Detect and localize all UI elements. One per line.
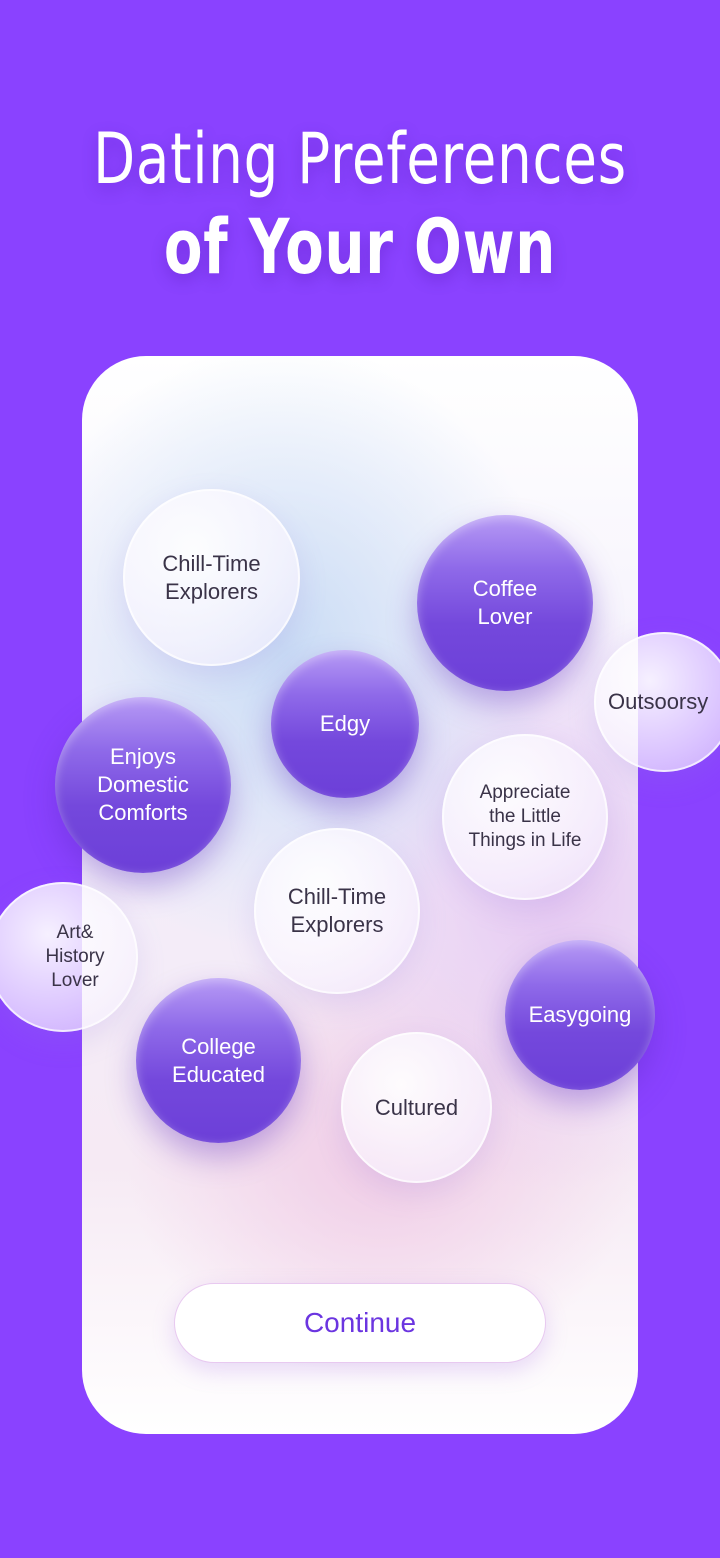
preference-chip-coffee-lover[interactable]: Coffee Lover bbox=[417, 515, 593, 691]
preference-chip-label: Edgy bbox=[319, 711, 371, 736]
preference-chip-edgy[interactable]: Edgy bbox=[271, 650, 419, 798]
preference-chip-cultured[interactable]: Cultured bbox=[341, 1032, 492, 1183]
continue-button-label: Continue bbox=[303, 1307, 417, 1338]
headline-line-1: Dating Preferences bbox=[93, 118, 627, 200]
preference-chip-label: Chill-Time Explorers bbox=[162, 550, 261, 604]
preference-chip-label: College Educated bbox=[172, 1033, 265, 1087]
continue-button[interactable]: Continue bbox=[174, 1283, 546, 1363]
preference-chip-appreciate-little-things[interactable]: Appreciate the Little Things in Life bbox=[442, 734, 608, 900]
preference-chip-label: Outsoorsy bbox=[608, 689, 709, 714]
preference-chip-label: Cultured bbox=[374, 1094, 459, 1120]
preference-chip-enjoys-domestic-comforts[interactable]: Enjoys Domestic Comforts bbox=[55, 697, 231, 873]
preference-chip-chill-time-explorers-top[interactable]: Chill-Time Explorers bbox=[123, 489, 300, 666]
preference-chip-label: Coffee Lover bbox=[472, 576, 538, 629]
preference-chip-label: Easygoing bbox=[528, 1002, 632, 1027]
preference-chip-easygoing[interactable]: Easygoing bbox=[505, 940, 655, 1090]
headline-line-2: of Your Own bbox=[163, 202, 557, 291]
preference-chip-chill-time-explorers-middle[interactable]: Chill-Time Explorers bbox=[254, 828, 420, 994]
preference-chip-label: Art& History Lover bbox=[45, 922, 105, 991]
preference-chip-label: Enjoys Domestic Comforts bbox=[97, 744, 189, 825]
preference-chip-label: Chill-Time Explorers bbox=[287, 884, 387, 937]
preference-chip-college-educated[interactable]: College Educated bbox=[136, 978, 301, 1143]
preference-chip-outdoorsy[interactable]: Outsoorsy bbox=[594, 632, 720, 772]
preference-chip-art-history-lover[interactable]: Art& History Lover bbox=[0, 882, 138, 1032]
preference-chip-label: Appreciate the Little Things in Life bbox=[468, 782, 582, 851]
